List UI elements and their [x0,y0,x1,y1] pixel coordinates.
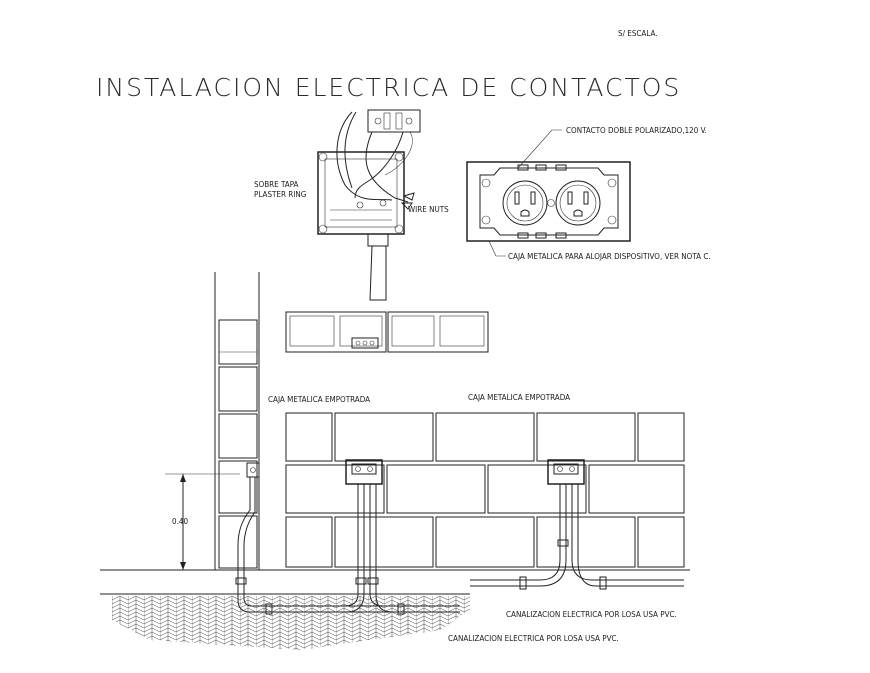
label-caja-empotrada-1: CAJA METALICA EMPOTRADA [268,395,370,404]
label-canalizacion-1: CANALIZACION ELECTRICA POR LOSA USA PVC. [506,610,677,619]
label-contacto-doble: CONTACTO DOBLE POLARIZADO,120 V. [566,126,707,135]
label-sobre-tapa: SOBRE TAPA [254,180,299,189]
label-wire-nuts: WIRE NUTS [408,205,449,214]
dimension-label: 0.40 [172,517,188,526]
height-dimension: 0.40 [165,473,240,570]
label-plaster-ring: PLASTER RING [254,190,306,199]
junction-box-detail: SOBRE TAPA PLASTER RING WIRE NUTS [254,109,449,301]
box-plan-view [285,311,489,353]
scale-note: S/ ESCALA. [618,29,658,38]
floor-slab [100,569,690,650]
label-caja-empotrada-2: CAJA METALICA EMPOTRADA [468,393,570,402]
duplex-receptacle-detail: CONTACTO DOBLE POLARIZADO,120 V. CAJA ME… [466,126,711,261]
label-canalizacion-2: CANALIZACION ELECTRICA POR LOSA USA PVC. [448,634,619,643]
page-title: INSTALACION ELECTRICA DE CONTACTOS [96,73,681,102]
wall-elevation: CAJA METALICA EMPOTRADA CAJA METALICA EM… [214,272,685,570]
label-caja-metalica-nota: CAJA METALICA PARA ALOJAR DISPOSITIVO, V… [508,252,711,261]
